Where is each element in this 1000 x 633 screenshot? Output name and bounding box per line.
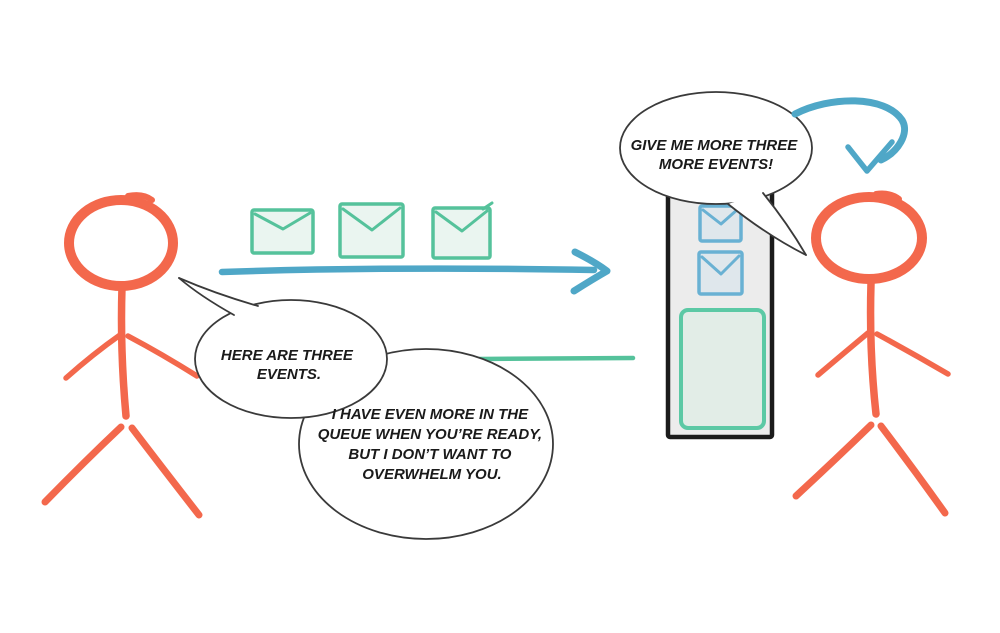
envelope-flap [253,211,312,231]
consumer-head [811,192,927,284]
queued-envelope-icon [698,204,743,243]
producer-body [117,283,130,420]
producer-left-arm [63,332,123,381]
envelope-icon [338,202,405,259]
down-arrow-icon [845,139,895,174]
offer-bubble-text: HERE ARE THREE EVENTS. [221,347,357,383]
producer-head [64,195,178,291]
speech-bubble-offer [178,277,388,419]
consumer-right-arm [874,331,951,377]
envelope-flap [341,206,402,232]
bubble-tail [179,278,258,315]
queue-line-1: I HAVE EVEN MORE IN THE [332,406,529,423]
ready-signal-line [475,355,636,362]
consumer-body [866,279,880,418]
envelope-flap [701,207,740,226]
queue-backlog-box [679,308,766,430]
producer-head-flick [125,192,155,203]
producer-right-arm [125,333,200,379]
producer-left-leg [41,423,125,506]
bubble-tail-edge [178,277,259,307]
queue-line-3: BUT I DON’T WANT TO [348,446,511,463]
queue-line-2: QUEUE WHEN YOU’RE READY, [318,426,542,443]
envelope-flap [434,209,489,233]
consumer-right-leg [877,422,949,517]
consumer-head-flick [873,190,902,202]
consumer-left-arm [815,330,871,378]
queue-bubble-text: I HAVE EVEN MORE IN THE QUEUE WHEN YOU’R… [318,406,546,483]
request-line-1: GIVE ME MORE THREE [631,137,799,154]
request-bubble-text: GIVE ME MORE THREE MORE EVENTS! [631,137,802,173]
envelope-flick [481,201,494,211]
queue-line-4: OVERWHELM YOU. [362,466,501,483]
bubble-tail-edge [727,203,807,256]
offer-line-1: HERE ARE THREE [221,347,354,364]
consumer-figure [792,190,951,517]
events-flow-arrow [218,248,611,295]
envelope-icon [431,201,494,260]
bubble-tail [728,193,806,255]
speech-bubble-request [619,91,813,256]
bubble-outline [194,299,388,419]
producer-right-leg [128,424,203,519]
queue-container [665,187,775,440]
curved-arrow-shaft [791,97,908,164]
envelope-flap [700,254,741,276]
right-arrow-icon [570,248,611,295]
bubble-tail-edge [178,277,235,316]
producer-figure [41,192,203,519]
request-line-2: MORE EVENTS! [659,156,773,173]
queued-envelope-icon [697,250,744,296]
bubble-outline [619,91,813,205]
consumer-left-leg [792,421,875,500]
events-arrow-shaft [218,265,598,276]
offer-line-2: EVENTS. [257,366,321,383]
request-curved-arrow [791,97,908,174]
envelope-icon [250,208,315,255]
bubble-tail-edge [762,192,807,256]
